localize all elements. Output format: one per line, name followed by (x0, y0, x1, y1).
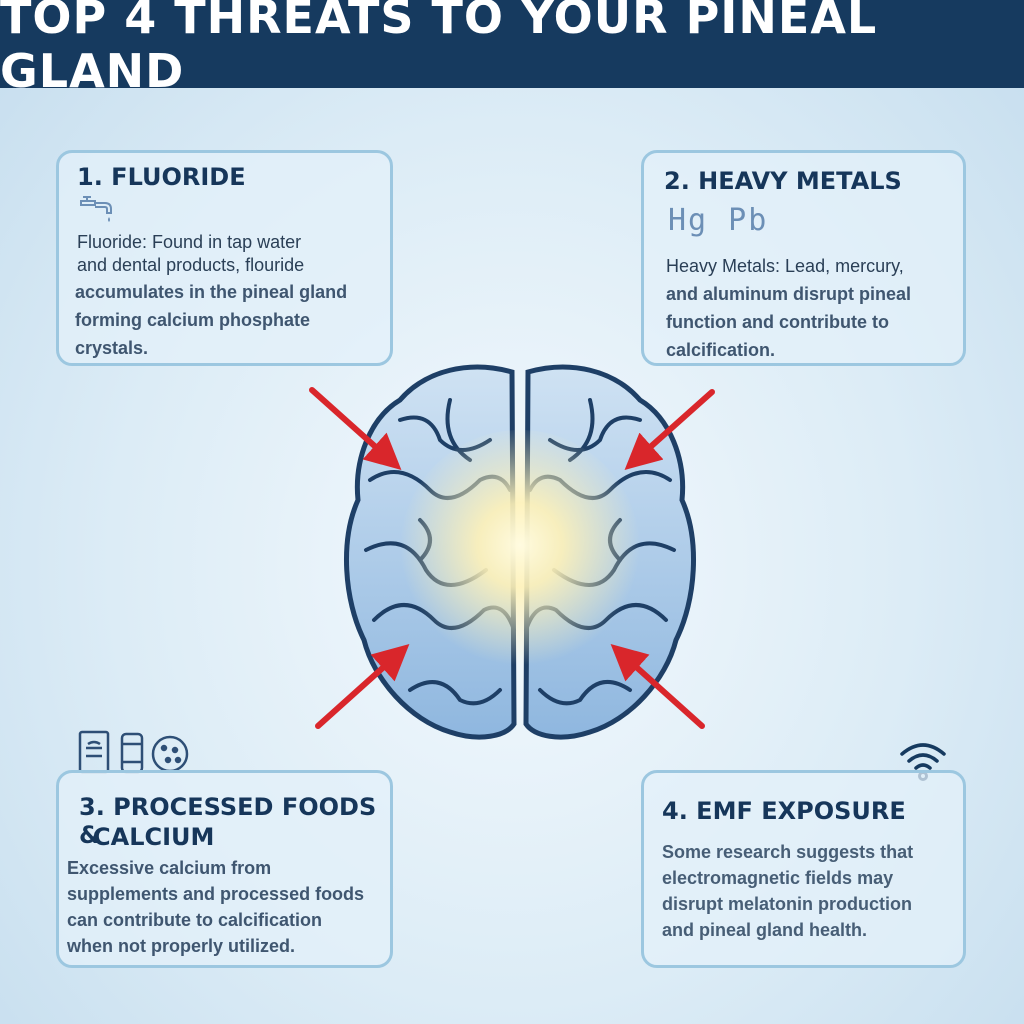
card-emf-exposure-title: 4. EMF EXPOSURE (662, 797, 906, 825)
card-fluoride-line-3: accumulates in the pineal gland (75, 282, 348, 302)
card-heavy-metals-title: 2. HEAVY METALS (664, 167, 902, 195)
card-fluoride-line-2: and dental products, flouride (77, 255, 305, 275)
card-emf-exposure-line-3: disrupt melatonin production (662, 894, 912, 914)
card-processed-foods-line-1: Excessive calcium from (67, 858, 272, 878)
card-heavy-metals-line-3: function and contribute to (666, 312, 889, 332)
card-emf-exposure-line-1: Some research suggests that (662, 842, 914, 862)
arrow-top-left (309, 387, 402, 471)
card-heavy-metals-line-1: Heavy Metals: Lead, mercury, (666, 256, 904, 276)
card-emf-exposure-line-2: electromagnetic fields may (662, 868, 894, 888)
faucet-icon (80, 196, 112, 222)
card-heavy-metals-line-2: and aluminum disrupt pineal (666, 284, 912, 304)
card-processed-foods-line-4: when not properly utilized. (67, 936, 296, 956)
page-title: TOP 4 THREATS TO YOUR PINEAL GLAND (0, 0, 878, 98)
card-processed-foods-line-2: supplements and processed foods (67, 884, 365, 904)
arrow-top-right (624, 389, 715, 470)
title-banner: TOP 4 THREATS TO YOUR PINEAL GLAND (0, 0, 1024, 98)
card-heavy-metals-line-4: calcification. (666, 340, 776, 360)
card-emf-exposure-line-4: and pineal gland health. (662, 920, 868, 940)
card-heavy-metals: 2. HEAVY METALS Hg Pb Heavy Metals: Lead… (641, 150, 966, 366)
card-processed-foods-line-3: can contribute to calcification (67, 910, 323, 930)
card-processed-foods: 3. PROCESSED FOODS & CALCIUM Excessive c… (56, 770, 393, 968)
arrow-bottom-left (315, 643, 410, 729)
pineal-glow (400, 430, 640, 670)
card-processed-foods-title-line-2: CALCIUM (93, 823, 215, 851)
card-emf-exposure: 4. EMF EXPOSURE Some research suggests t… (641, 770, 966, 968)
card-fluoride-line-4: forming calcium phosphate (75, 310, 311, 330)
card-fluoride: 1. FLUORIDE Fluoride: Found in tap water… (56, 150, 393, 366)
card-fluoride-line-5: crystals. (75, 338, 149, 358)
card-fluoride-line-1: Fluoride: Found in tap water (77, 232, 302, 252)
arrow-bottom-right (610, 643, 705, 729)
heavy-metal-symbols: Hg Pb (668, 203, 769, 238)
card-processed-foods-title-line-1: 3. PROCESSED FOODS & (79, 793, 377, 849)
card-fluoride-title: 1. FLUORIDE (77, 163, 246, 191)
